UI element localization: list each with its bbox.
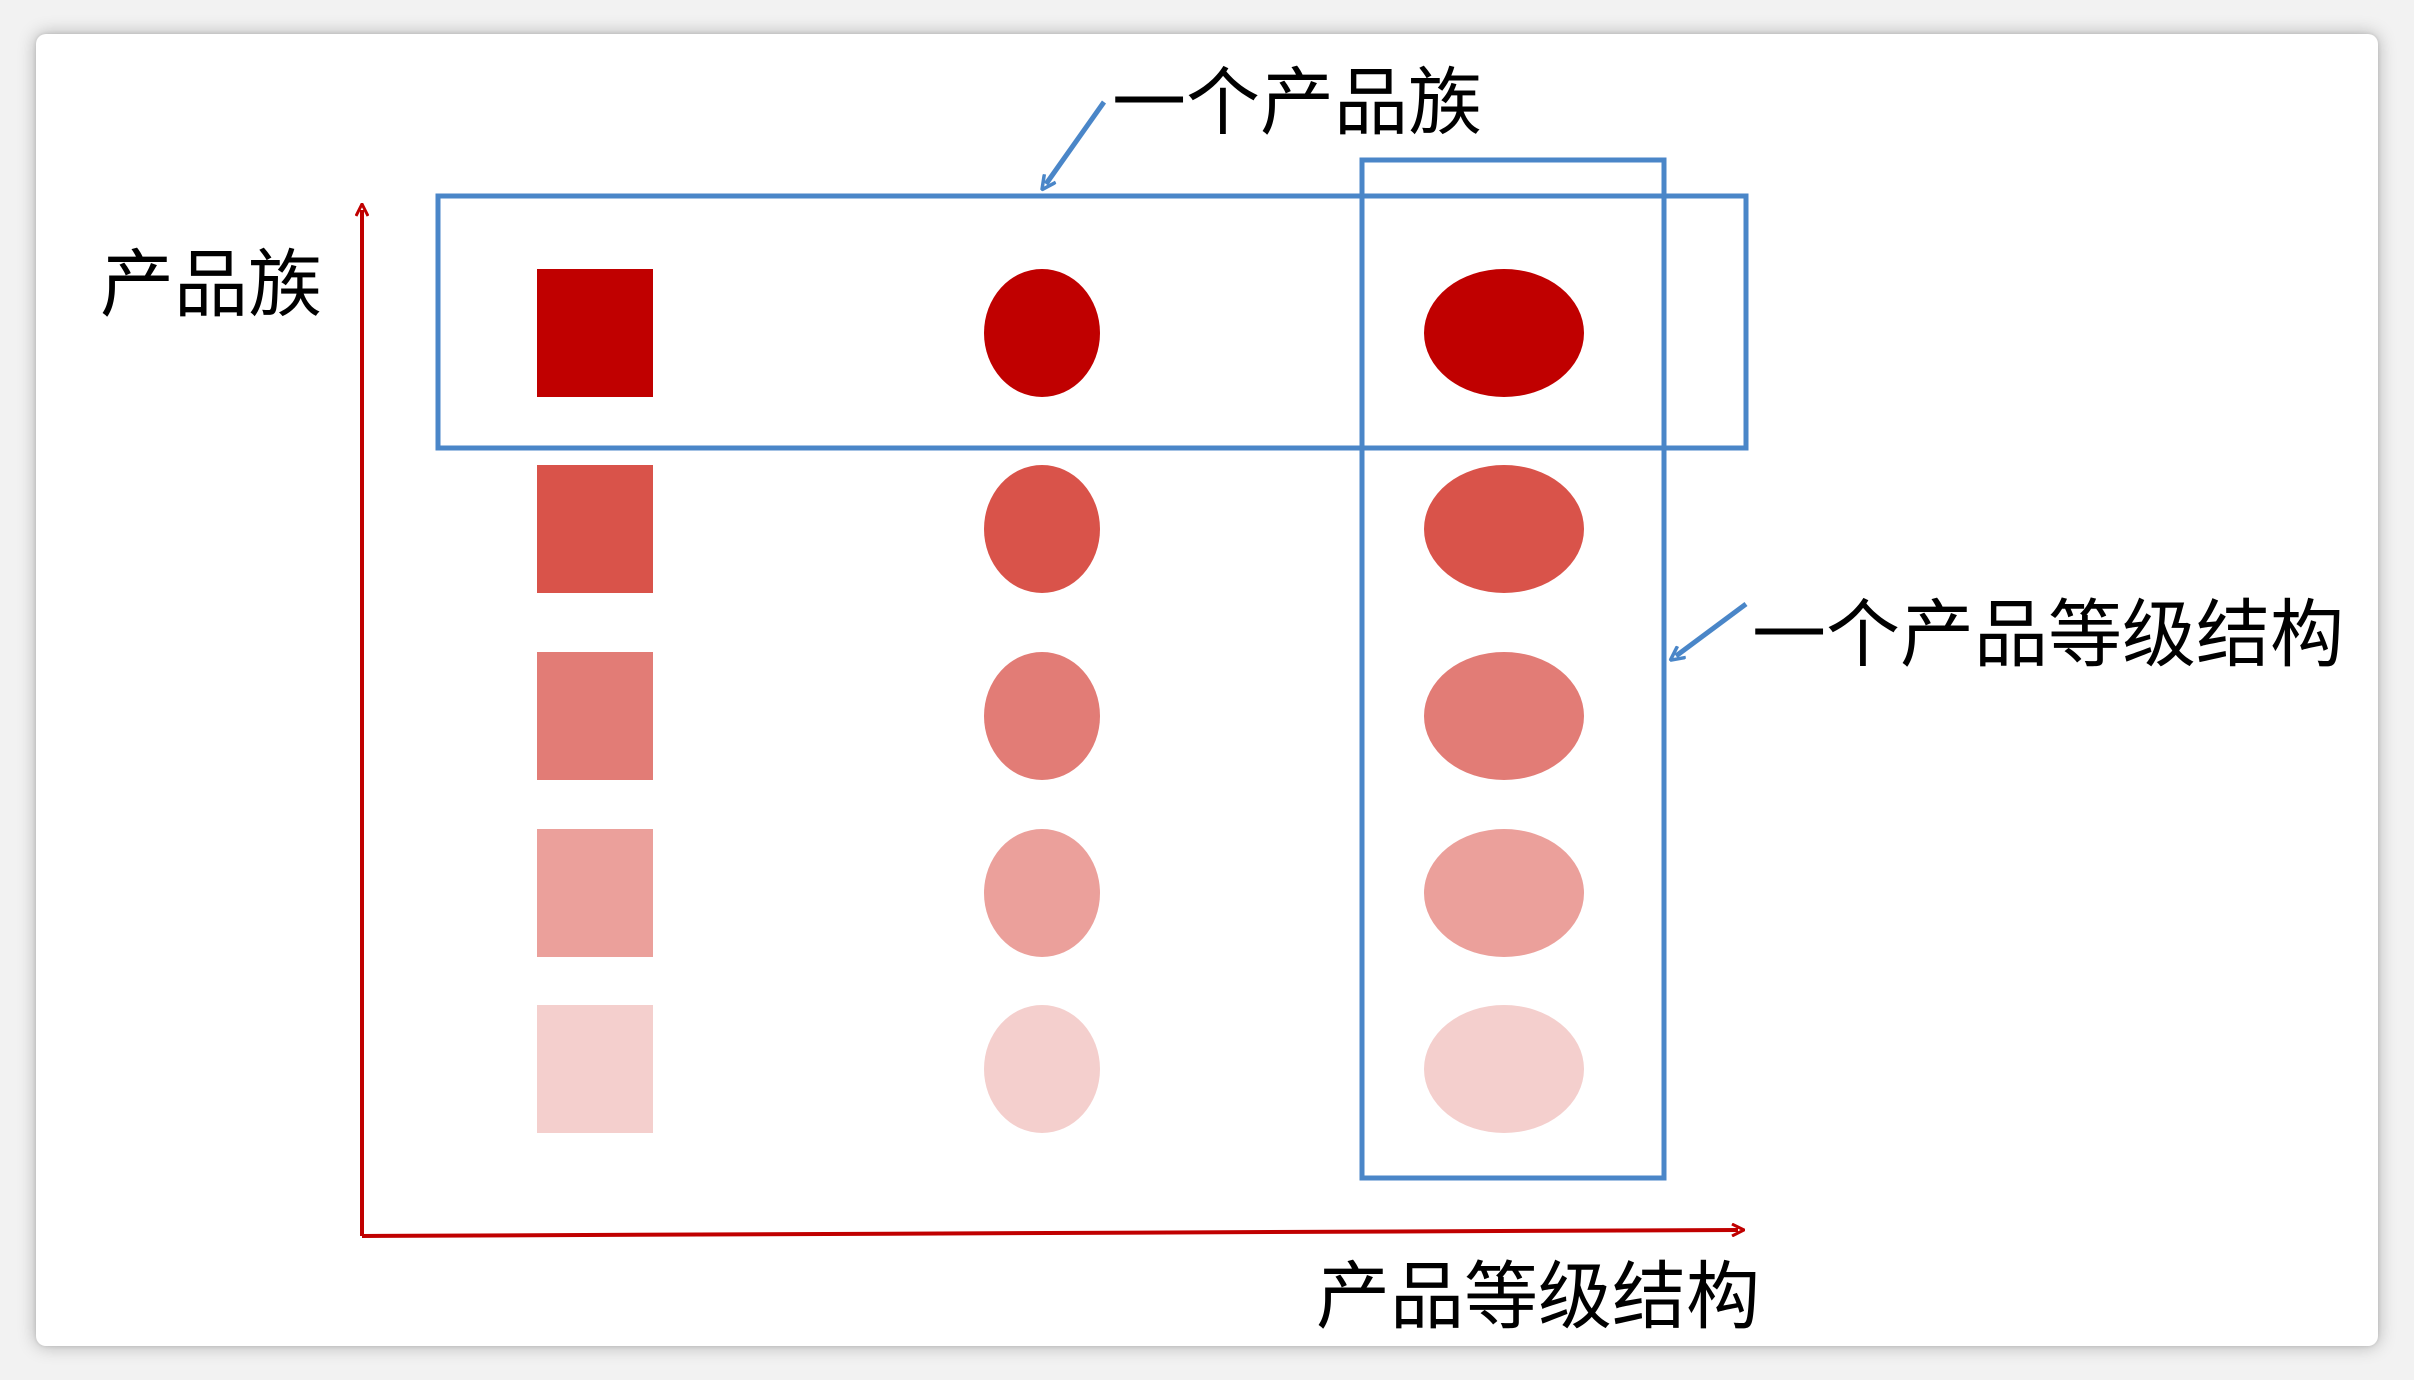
family-callout-arrow: [1046, 100, 1107, 184]
circle-product-r4: [984, 829, 1100, 957]
x-axis-label: 产品等级结构: [1316, 1254, 1760, 1340]
ellipse-product-r3: [1424, 652, 1584, 780]
circle-product-r2: [984, 465, 1100, 593]
ellipse-product-r1: [1424, 269, 1584, 397]
ellipse-product-r4: [1424, 829, 1584, 957]
product-grid: [537, 269, 1584, 1133]
circle-product-r5: [984, 1005, 1100, 1133]
square-product-r5: [537, 1005, 653, 1133]
ellipse-product-r2: [1424, 465, 1584, 593]
square-product-r3: [537, 652, 653, 780]
square-product-r1: [537, 269, 653, 397]
square-product-r2: [537, 465, 653, 593]
square-product-r4: [537, 829, 653, 957]
y-axis-label: 产品族: [100, 242, 322, 328]
ellipse-product-r5: [1424, 1005, 1584, 1133]
family-callout-label: 一个产品族: [1112, 60, 1482, 146]
level-callout-arrow: [1676, 601, 1748, 656]
x-axis-line: [361, 1230, 1738, 1238]
product-family-box: [435, 193, 1749, 451]
product-level-box: [1359, 157, 1667, 1181]
circle-product-r1: [984, 269, 1100, 397]
level-callout-label: 一个产品等级结构: [1752, 592, 2344, 678]
diagram-card: [36, 34, 2378, 1346]
circle-product-r3: [984, 652, 1100, 780]
